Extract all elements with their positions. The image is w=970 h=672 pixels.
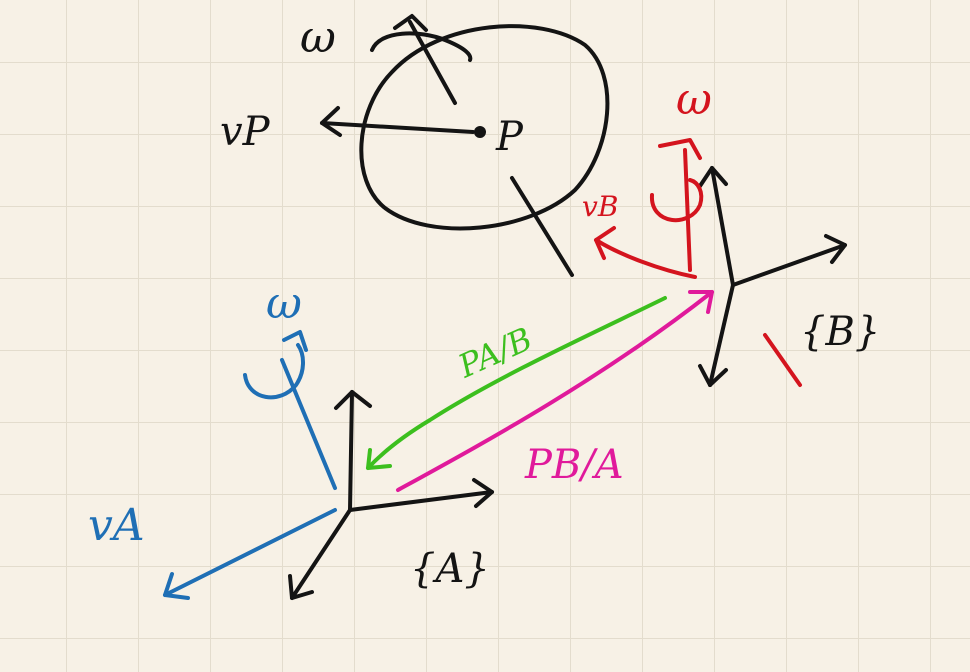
frame-b-axis-up [710, 166, 735, 287]
omega-b-axis-line [683, 148, 692, 272]
point-p-dot [474, 126, 486, 138]
frame-b-axis-down-head [698, 364, 728, 387]
frame-b-axis-down [708, 283, 735, 387]
v-b-label: vB [582, 190, 618, 223]
omega-a-rotation-arrow [243, 343, 305, 400]
p-b-a-arrow [396, 290, 714, 492]
v-a-arrowhead [163, 572, 190, 600]
frame-a: {A} [288, 390, 494, 600]
omega-a-axis-line [280, 358, 337, 490]
frame-a-axis-up [348, 390, 354, 512]
point-p-label: P [495, 114, 524, 160]
frame-b-kinematics: ω vB [582, 74, 802, 387]
omega-a-label: ω [266, 278, 302, 329]
omega-body-label: ω [300, 12, 336, 63]
frame-b-axis-right-head [824, 234, 847, 264]
frame-a-axis-right-head [472, 478, 494, 508]
frame-b: {B} [698, 166, 880, 387]
omega-b-arrowhead [658, 138, 702, 160]
omega-rotation-arrow [370, 31, 473, 62]
red-tick-mark [763, 333, 802, 387]
v-a-arrow [163, 508, 337, 597]
position-b-over-a: PB/A [396, 290, 714, 492]
v-p-arrowhead [320, 106, 342, 137]
v-b-arrowhead [594, 226, 616, 260]
body-outline [359, 24, 610, 231]
v-p-label: vP [220, 109, 271, 155]
frame-a-label: {A} [410, 546, 490, 592]
v-a-label: vA [88, 500, 145, 551]
p-b-a-arrowhead [688, 290, 714, 314]
frame-b-axis-right [731, 243, 847, 287]
v-b-arrow [594, 238, 697, 279]
omega-a-arrowhead [282, 330, 308, 352]
p-b-a-label: PB/A [524, 442, 624, 488]
frame-a-axis-up-head [334, 390, 372, 410]
p-a-b-arrow [366, 296, 667, 470]
p-a-b-arrowhead [366, 448, 392, 470]
frame-a-axis-down [290, 508, 352, 600]
omega-arrowhead [393, 14, 428, 32]
omega-b-rotation-arrow [649, 178, 704, 223]
v-p-arrow [320, 121, 475, 134]
frame-a-axis-right [348, 490, 494, 512]
frame-a-axis-down-head [288, 574, 314, 600]
body-axis-line [510, 176, 574, 277]
omega-b-label: ω [676, 74, 712, 125]
rigid-body: ω P vP [220, 12, 610, 277]
frame-a-kinematics: ω vA [88, 278, 337, 600]
frame-b-label: {B} [800, 309, 880, 355]
frame-b-axis-up-head [698, 166, 728, 188]
